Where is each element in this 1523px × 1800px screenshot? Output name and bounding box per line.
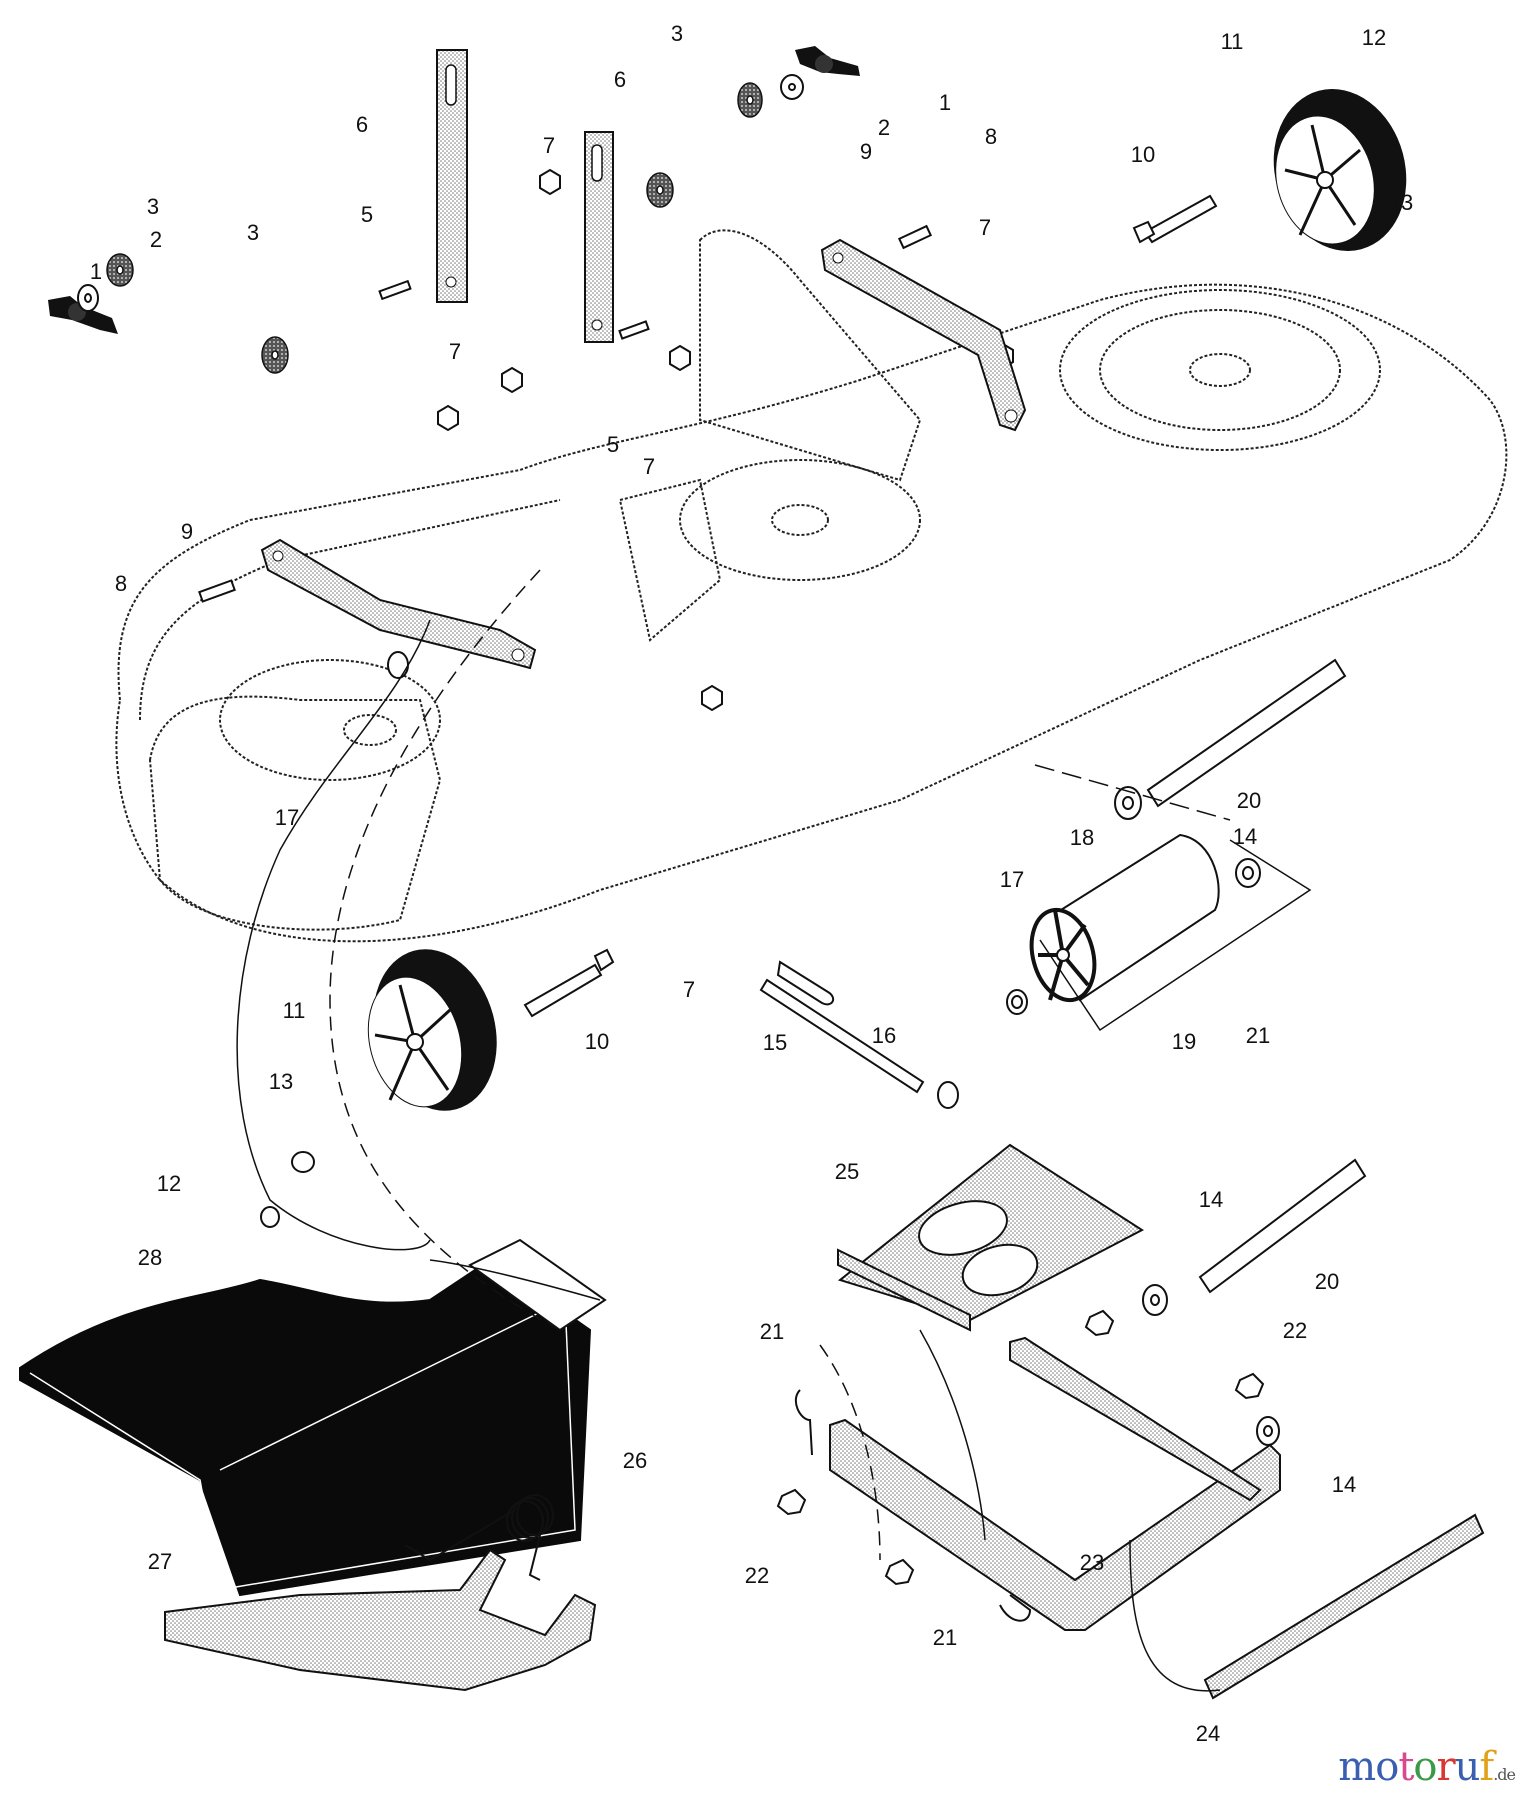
part-callout-17: 17 (274, 805, 300, 830)
part-callout-28: 28 (137, 1245, 163, 1270)
part-callout-19: 19 (1171, 1029, 1197, 1054)
torsion-spring (404, 1494, 554, 1581)
axle-rod (1203, 1513, 1485, 1700)
part-callout-15: 15 (762, 1030, 788, 1055)
part-callout-7: 7 (978, 215, 992, 240)
part-callout-12: 12 (156, 1171, 182, 1196)
part-callout-2: 2 (149, 227, 163, 252)
deck-bracket (618, 229, 922, 642)
watermark-letter: u (1454, 1744, 1481, 1790)
height-bracket-right (584, 131, 614, 343)
part-callout-14: 14 (1232, 824, 1258, 849)
part-callout-3: 3 (146, 194, 160, 219)
gauge-wheel-lower (367, 949, 497, 1111)
mulch-plate (837, 1143, 1144, 1332)
part-callout-7: 7 (682, 977, 696, 1002)
part-callout-10: 10 (1130, 142, 1156, 167)
part-callout-9: 9 (859, 139, 873, 164)
part-callout-13: 13 (1388, 190, 1414, 215)
mower-deck (115, 283, 1508, 943)
u-frame (829, 1336, 1281, 1631)
grommets (106, 82, 763, 374)
part-callout-18: 18 (1069, 825, 1095, 850)
cotter-pin (776, 960, 835, 1006)
watermark-letter: t (1398, 1744, 1414, 1790)
part-callout-24: 24 (1195, 1721, 1221, 1746)
part-callout-17: 17 (999, 867, 1025, 892)
part-callout-5: 5 (360, 202, 374, 227)
rear-roller (1029, 833, 1220, 1003)
part-callout-7: 7 (642, 454, 656, 479)
part-callout-1: 1 (938, 90, 952, 115)
wing-knob-right (795, 46, 860, 76)
hitch-pins (794, 1389, 1032, 1622)
chute-bracket (164, 1548, 597, 1692)
rods (759, 658, 1367, 1294)
gauge-arm-left (260, 538, 537, 670)
part-callout-8: 8 (984, 124, 998, 149)
watermark-letter: o (1413, 1744, 1437, 1790)
part-callout-22: 22 (1282, 1318, 1308, 1343)
part-callout-25: 25 (834, 1159, 860, 1184)
leader-lines (236, 569, 1312, 1692)
discharge-chute (19, 1238, 607, 1597)
watermark-tld: .de (1493, 1765, 1516, 1784)
watermark-logo: motoruf.de (1338, 1744, 1516, 1790)
gauge-wheel-upper (1273, 89, 1407, 251)
height-bracket-left (436, 49, 468, 303)
part-callout-21: 21 (932, 1625, 958, 1650)
part-callout-8: 8 (114, 571, 128, 596)
part-callout-21: 21 (1245, 1023, 1271, 1048)
roller-bushings (1006, 858, 1261, 1015)
wheel-axles (523, 194, 1218, 1018)
screws (776, 1309, 1265, 1586)
part-callout-11: 11 (1220, 29, 1244, 54)
part-callout-11: 11 (282, 998, 306, 1023)
part-callout-1: 1 (89, 259, 103, 284)
part-callout-7: 7 (448, 339, 462, 364)
part-callout-6: 6 (355, 112, 369, 137)
part-callout-21: 21 (759, 1319, 785, 1344)
part-callout-7: 7 (542, 133, 556, 158)
part-callout-10: 10 (584, 1029, 610, 1054)
watermark-letter: r (1436, 1744, 1456, 1790)
part-callout-26: 26 (622, 1448, 648, 1473)
part-callout-3: 3 (246, 220, 260, 245)
part-callout-13: 13 (268, 1069, 294, 1094)
fasteners (198, 168, 1014, 712)
spacer-washers (260, 651, 1280, 1446)
part-callout-22: 22 (744, 1563, 770, 1588)
part-callout-16: 16 (871, 1023, 897, 1048)
part-callout-6: 6 (613, 67, 627, 92)
part-callout-9: 9 (180, 519, 194, 544)
part-callout-14: 14 (1198, 1187, 1224, 1212)
watermark-letter: m (1338, 1744, 1376, 1790)
part-callout-27: 27 (147, 1549, 173, 1574)
part-callout-3: 3 (670, 21, 684, 46)
part-callout-14: 14 (1331, 1472, 1357, 1497)
part-callout-12: 12 (1361, 25, 1387, 50)
part-callout-5: 5 (606, 432, 620, 457)
gauge-arm-right (820, 238, 1027, 432)
watermark-text: motoruf (1338, 1744, 1494, 1790)
watermark-letter: o (1375, 1744, 1399, 1790)
part-callout-20: 20 (1236, 788, 1262, 813)
part-callout-2: 2 (877, 115, 891, 140)
watermark-letter: f (1479, 1744, 1494, 1790)
part-callout-23: 23 (1079, 1550, 1105, 1575)
washers (77, 74, 804, 312)
part-callout-20: 20 (1314, 1269, 1340, 1294)
